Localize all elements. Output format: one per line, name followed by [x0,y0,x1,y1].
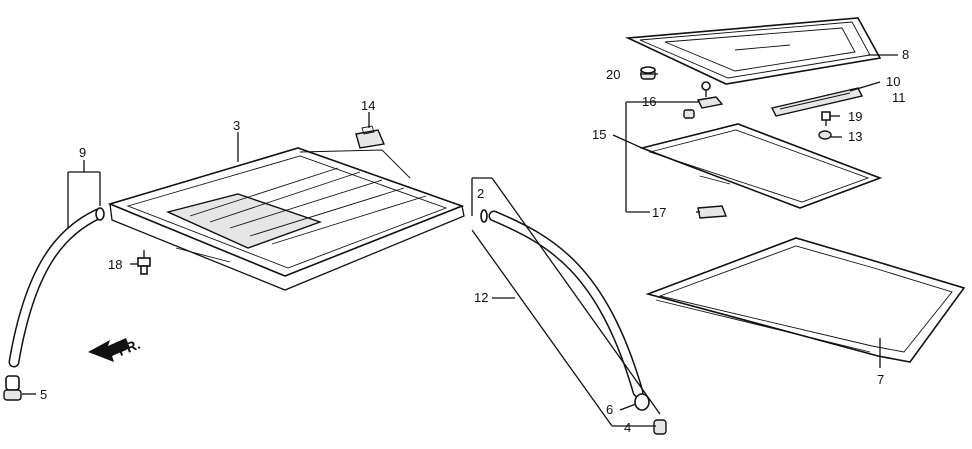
callout-7: 7 [877,372,884,387]
hose-clip-6 [634,393,650,411]
callout-19: 19 [848,109,862,124]
callout-12: 12 [474,290,488,305]
callout-13: 13 [848,129,862,144]
callouts: 8 10 11 20 16 19 15 13 17 7 14 3 9 2 18 … [40,47,909,435]
callout-11: 11 [892,90,906,105]
deflector-bracket [770,87,864,117]
callout-10: 10 [886,74,900,89]
pad-17 [697,205,728,219]
drain-tube-left [8,208,104,368]
sunroof-frame [107,147,465,291]
bracket-14 [355,125,385,149]
callout-5: 5 [40,387,47,402]
callout-16: 16 [642,94,656,109]
hose-clamp-2 [480,209,488,223]
callout-3: 3 [233,118,240,133]
callout-14: 14 [361,98,375,113]
hose-fitting-4 [653,419,667,435]
hose-fitting-5 [3,375,22,401]
clip-16 [696,96,724,109]
callout-4: 4 [624,420,631,435]
callout-8: 8 [902,47,909,62]
front-direction-arrow [88,338,130,362]
bolt-19 [821,111,831,126]
callout-15: 15 [592,127,606,142]
drain-tube-right [488,210,644,398]
nut-13 [818,130,832,140]
screw-16 [701,81,711,97]
sunshade-frame [639,123,883,209]
front-direction-label: FR. [116,336,143,359]
callout-20: 20 [606,67,620,82]
callout-2: 2 [477,186,484,201]
nut-15 [683,109,695,119]
callout-17: 17 [652,205,666,220]
callout-6: 6 [606,402,613,417]
weatherstrip [645,237,966,363]
clip-20 [640,66,656,80]
hose-clamp-9 [95,207,105,221]
callout-9: 9 [79,145,86,160]
leader-lines [22,54,898,427]
bolt-18 [137,250,151,275]
callout-18: 18 [108,257,122,272]
glass-panel [624,17,882,85]
